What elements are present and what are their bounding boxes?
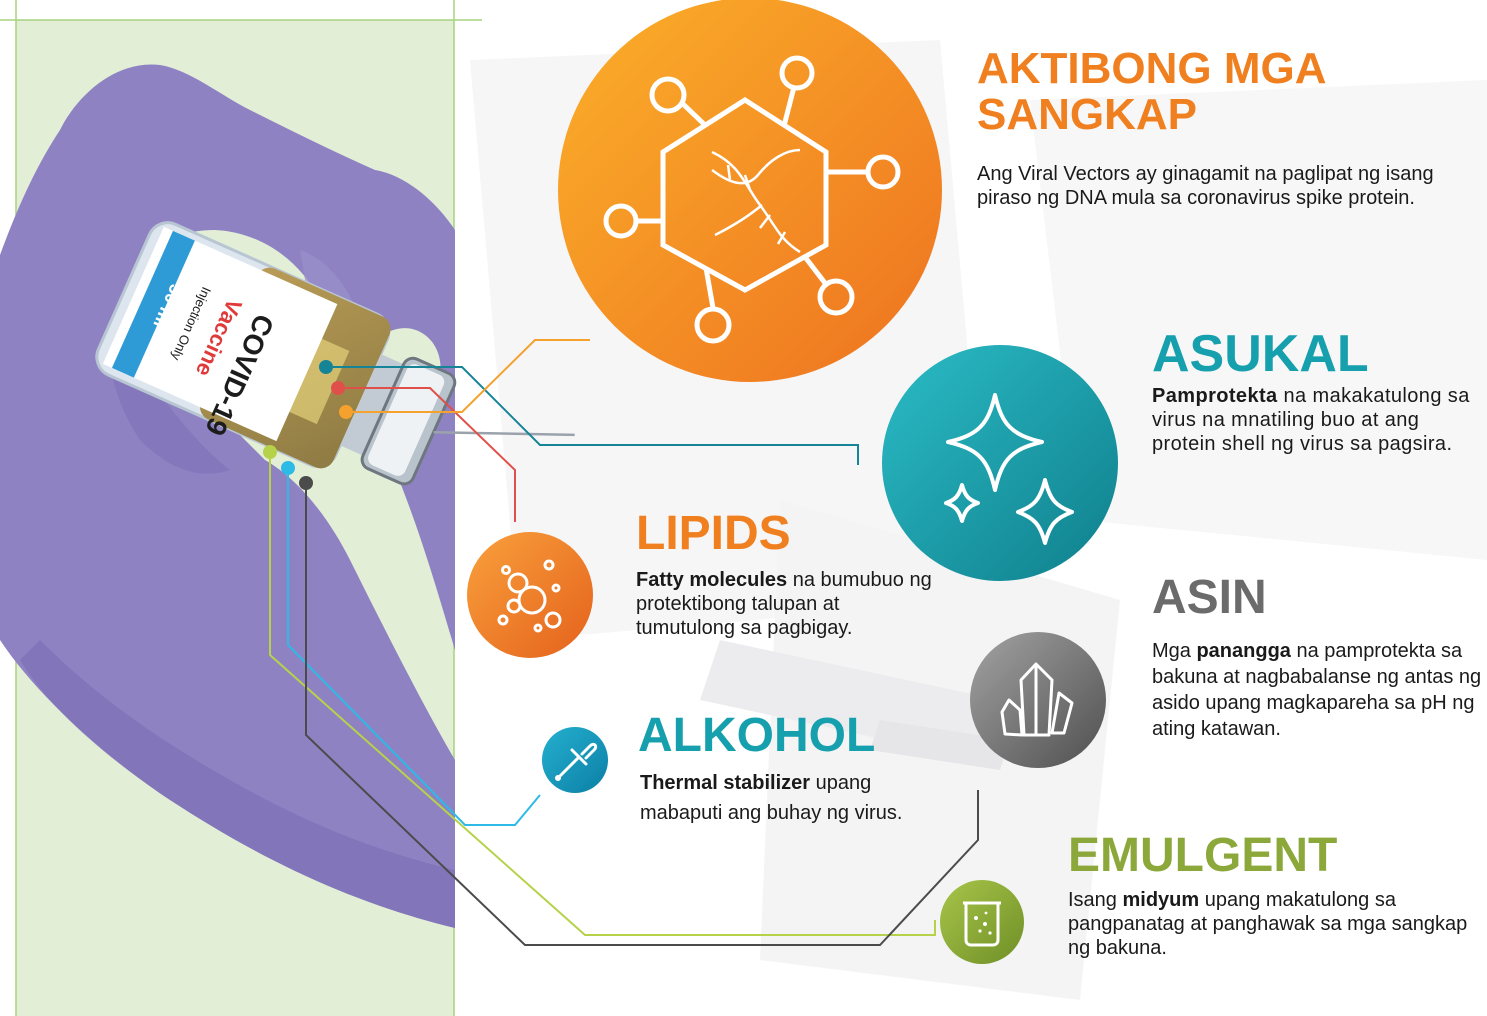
dropper-icon [542, 727, 608, 793]
heading-asin: ASIN [1152, 571, 1267, 624]
text-alkohol: Thermal stabilizer upang mabaputi ang bu… [640, 768, 940, 828]
heading-emulgent: EMULGENT [1068, 829, 1338, 882]
text-emulgent-rest: upang makatulong sa pangpanatag at pangh… [1068, 889, 1468, 959]
bold-panangga: panangga [1196, 640, 1291, 662]
text-asin-rest: na pamprotekta sa bakuna at nagbabalanse… [1152, 640, 1482, 740]
sparkle-icon [882, 345, 1118, 581]
text-aktibong-mga-sangkap: Ang Viral Vectors ay ginagamit na paglip… [977, 163, 1434, 209]
beaker-icon [940, 880, 1024, 964]
text-alkohol-rest: upang mabaputi ang buhay ng virus. [640, 772, 903, 824]
text-asukal-rest: na makakatulong sa virus na mnatiling bu… [1152, 385, 1470, 455]
text-lipids-rest: na bumubuo ng protektibong talupan at tu… [636, 569, 932, 639]
heading-asukal: ASUKAL [1152, 325, 1369, 383]
heading-aktibong-mga-sangkap: AKTIBONG MGA SANGKAP [977, 44, 1325, 139]
heading-lipids: LIPIDS [636, 507, 791, 560]
connector-dots [263, 360, 353, 490]
bold-fatty-molecules: Fatty molecules [636, 569, 788, 591]
bold-midyum: midyum [1122, 889, 1200, 911]
heading-alkohol: ALKOHOL [638, 709, 876, 762]
text-asukal: Pamprotekta na makakatulong sa virus na … [1152, 384, 1472, 456]
bold-thermal-stabilizer: Thermal stabilizer [640, 772, 811, 794]
text-asin-pre: Mga [1152, 640, 1197, 662]
text-emulgent-pre: Isang [1068, 889, 1123, 911]
text-lipids: Fatty molecules na bumubuo ng protektibo… [636, 568, 936, 640]
dna-hexagon-icon [558, 0, 942, 382]
text-asin: Mga panangga na pamprotekta sa bakuna at… [1152, 638, 1482, 742]
text-emulgent: Isang midyum upang makatulong sa pangpan… [1068, 888, 1483, 960]
connector-lines [269, 339, 979, 946]
bubbles-icon [467, 532, 593, 658]
crystal-icon [970, 632, 1106, 768]
bold-pamprotekta: Pamprotekta [1152, 385, 1278, 407]
